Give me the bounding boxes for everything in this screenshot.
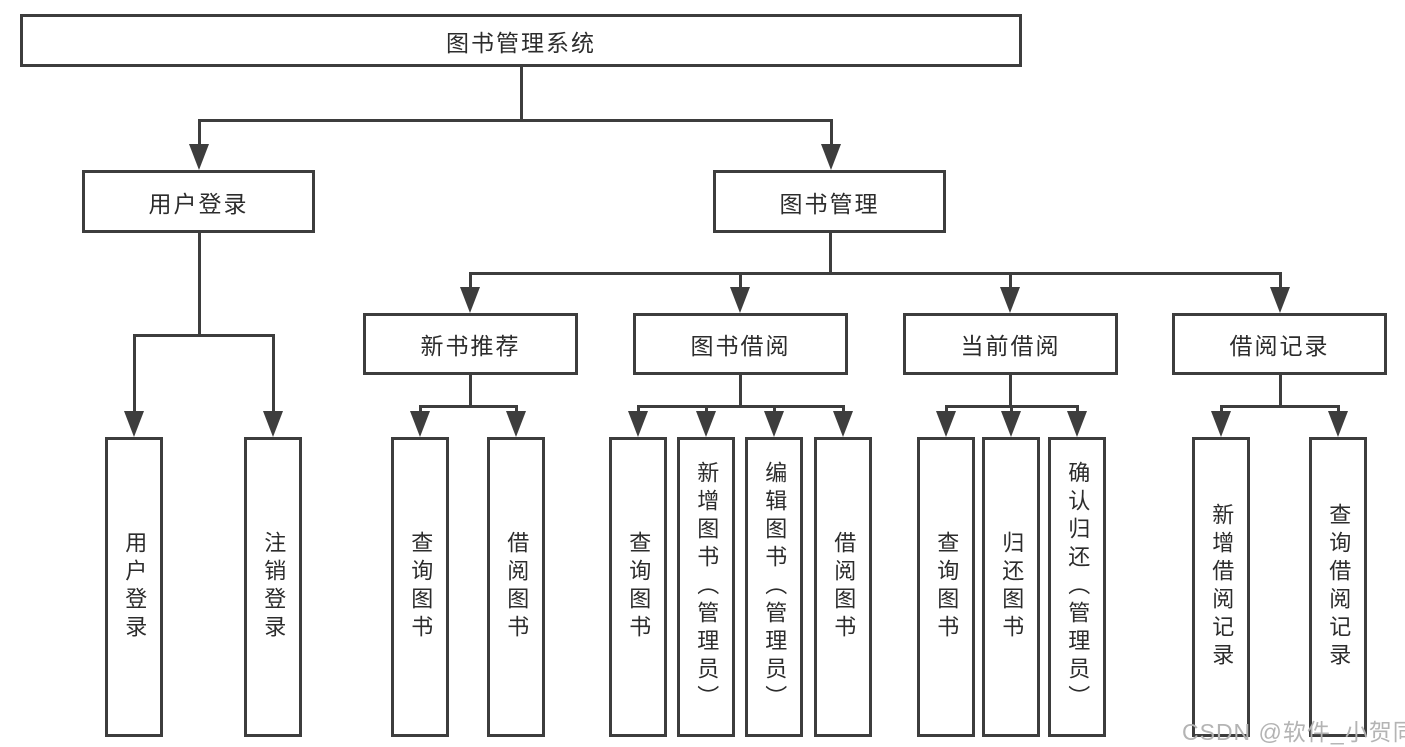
connector-bar <box>468 271 1282 275</box>
arrowhead-down-icon <box>1000 287 1020 313</box>
leaf-borrow-books-recommend: 借阅图书 <box>487 437 545 737</box>
connector-stem <box>738 375 742 408</box>
connector-drop <box>197 120 201 164</box>
arrowhead-down-icon <box>821 144 841 170</box>
connector-bar <box>418 404 518 408</box>
arrowhead-down-icon <box>833 411 853 437</box>
connector-stem <box>197 233 201 337</box>
arrowhead-down-icon <box>124 411 144 437</box>
arrowhead-down-icon <box>1270 287 1290 313</box>
connector-stem <box>1008 375 1012 408</box>
connector-stem <box>1278 375 1282 408</box>
leaf-query-books-borrow-label: 查询图书 <box>626 531 652 643</box>
leaf-return-book-label: 归还图书 <box>999 531 1025 643</box>
node-root: 图书管理系统 <box>20 14 1022 67</box>
connector-drop <box>829 120 833 164</box>
arrowhead-down-icon <box>1211 411 1231 437</box>
node-book-borrow-label: 图书借阅 <box>690 333 791 359</box>
node-current-borrow: 当前借阅 <box>903 313 1118 375</box>
watermark: CSDN @软件_小贺同学 <box>1182 719 1405 745</box>
leaf-add-borrow-record-label: 新增借阅记录 <box>1209 503 1235 671</box>
leaf-query-books-borrow: 查询图书 <box>609 437 667 737</box>
leaf-confirm-return-admin: 确认归还（管理员） <box>1048 437 1106 737</box>
connector-bar <box>636 404 845 408</box>
connector-stem <box>828 233 832 275</box>
leaf-query-borrow-record: 查询借阅记录 <box>1309 437 1367 737</box>
node-borrow-records-label: 借阅记录 <box>1229 333 1330 359</box>
arrowhead-down-icon <box>460 287 480 313</box>
leaf-borrow-books-recommend-label: 借阅图书 <box>504 531 530 643</box>
arrowhead-down-icon <box>764 411 784 437</box>
node-book-management-label: 图书管理 <box>779 190 880 217</box>
connector-drop <box>132 335 136 431</box>
node-borrow-records: 借阅记录 <box>1172 313 1387 375</box>
node-new-book-recommend: 新书推荐 <box>363 313 578 375</box>
connector-bar <box>197 118 833 122</box>
node-current-borrow-label: 当前借阅 <box>960 333 1061 359</box>
arrowhead-down-icon <box>1067 411 1087 437</box>
connector-stem <box>519 67 523 122</box>
node-book-borrow: 图书借阅 <box>633 313 848 375</box>
connector-bar <box>132 333 275 337</box>
leaf-query-books-recommend: 查询图书 <box>391 437 449 737</box>
arrowhead-down-icon <box>506 411 526 437</box>
connector-stem <box>468 375 472 408</box>
arrowhead-down-icon <box>1001 411 1021 437</box>
node-root-label: 图书管理系统 <box>446 29 596 56</box>
arrowhead-down-icon <box>410 411 430 437</box>
arrowhead-down-icon <box>730 287 750 313</box>
leaf-borrow-books: 借阅图书 <box>814 437 872 737</box>
arrowhead-down-icon <box>696 411 716 437</box>
node-book-management: 图书管理 <box>713 170 946 233</box>
node-new-book-recommend-label: 新书推荐 <box>420 333 521 359</box>
arrowhead-down-icon <box>189 144 209 170</box>
leaf-query-books-current-label: 查询图书 <box>934 531 960 643</box>
connector-drop <box>271 335 275 431</box>
leaf-logout-label: 注销登录 <box>261 531 287 643</box>
leaf-borrow-books-label: 借阅图书 <box>831 531 857 643</box>
leaf-add-borrow-record: 新增借阅记录 <box>1192 437 1250 737</box>
arrowhead-down-icon <box>1328 411 1348 437</box>
leaf-query-books-recommend-label: 查询图书 <box>408 531 434 643</box>
leaf-logout: 注销登录 <box>244 437 302 737</box>
arrowhead-down-icon <box>263 411 283 437</box>
arrowhead-down-icon <box>936 411 956 437</box>
node-user-login: 用户登录 <box>82 170 315 233</box>
leaf-user-login: 用户登录 <box>105 437 163 737</box>
node-user-login-label: 用户登录 <box>148 190 249 217</box>
leaf-add-book-admin: 新增图书（管理员） <box>677 437 735 737</box>
leaf-return-book: 归还图书 <box>982 437 1040 737</box>
connector-bar <box>1219 404 1340 408</box>
leaf-edit-book-admin-label: 编辑图书（管理员） <box>762 461 788 713</box>
leaf-add-book-admin-label: 新增图书（管理员） <box>694 461 720 713</box>
leaf-user-login-label: 用户登录 <box>122 531 148 643</box>
leaf-query-borrow-record-label: 查询借阅记录 <box>1326 503 1352 671</box>
leaf-query-books-current: 查询图书 <box>917 437 975 737</box>
arrowhead-down-icon <box>628 411 648 437</box>
leaf-confirm-return-admin-label: 确认归还（管理员） <box>1065 461 1091 713</box>
leaf-edit-book-admin: 编辑图书（管理员） <box>745 437 803 737</box>
